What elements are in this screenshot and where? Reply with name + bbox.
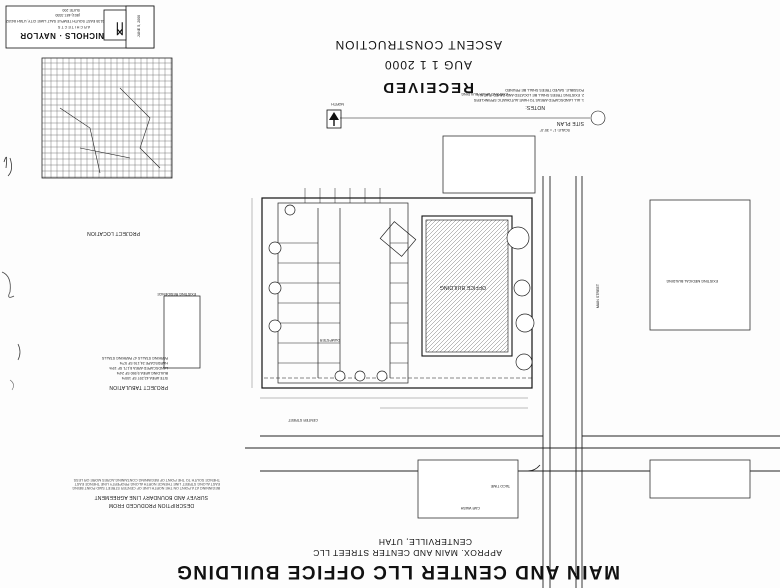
sheet-subtitle-2: CENTERVILLE, UTAH	[378, 537, 472, 547]
stamp-date: AUG 1 1 2000	[383, 58, 472, 72]
stamp-company: ASCENT CONSTRUCTION	[334, 38, 502, 52]
tabulation-heading: PROJECT TABULATION	[109, 384, 168, 390]
notes-line-1: 1. ALL LANDSCAPED AREAS TO HAVE AUTOMATI…	[473, 98, 584, 102]
north-arrow	[326, 109, 342, 129]
nn-monogram-icon: ᛗ	[115, 21, 124, 37]
notes-line-2: 2. EXISTING TREES SHALL BE LOCATED AND S…	[476, 93, 584, 97]
architect-address: 1135 EAST SOUTH TEMPLE SALT LAKE CITY, U…	[5, 19, 104, 23]
architect-role: ARCHITECTS	[57, 25, 90, 29]
project-location-label: PROJECT LOCATION	[86, 230, 140, 236]
sheet-subtitle-1: APPROX. MAIN AND CENTER STREET LLC	[312, 548, 502, 558]
architect-suite: SUITE 200	[62, 8, 80, 12]
tabulation-table: SITE AREA 42,297 SF 100% BUILDING AREA 9…	[101, 356, 168, 380]
residence-label: EXISTING RESIDENCE	[157, 292, 196, 296]
car-wash-label: CAR WASH	[460, 506, 480, 510]
main-street-label: MAIN STREET	[595, 283, 600, 309]
notes-heading: NOTES:	[525, 104, 545, 110]
legal-description: BEGINNING AT A POINT ON THE NORTH LINE O…	[72, 478, 220, 490]
location-map	[41, 57, 173, 179]
description-label: DESCRIPTION PRODUCED FROM	[108, 502, 194, 508]
office-building-label: OFFICE BUILDING	[439, 284, 486, 290]
dumpster-label: DUMPSTER	[319, 338, 340, 342]
center-street-label: CENTER STREET	[288, 418, 318, 422]
notes-line-3: POSSIBLE. SAVED TREES SHALL BE PRUNED	[505, 88, 584, 92]
north-label: NORTH	[331, 102, 344, 106]
medical-building-label: EXISTING MEDICAL BUILDING	[666, 279, 718, 283]
sheet-title: MAIN AND CENTER LLC OFFICE BUILDING	[175, 561, 620, 582]
stamp-received: RECEIVED	[381, 79, 474, 96]
architect-name: NICHOLS · NAYLOR	[19, 31, 104, 40]
survey-label: SURVEY AND BOUNDARY LINE AGREEMENT	[94, 494, 208, 500]
office-building	[421, 215, 513, 357]
site-plan-label: SITE PLAN	[556, 120, 584, 126]
architect-date: JUNE 5, 2000	[136, 14, 141, 38]
taco-time-label: TACO TIME	[490, 484, 510, 488]
scale-label: SCALE: 1" = 30'-0"	[539, 128, 570, 132]
architect-phone: (801) 487-3330	[55, 13, 80, 17]
